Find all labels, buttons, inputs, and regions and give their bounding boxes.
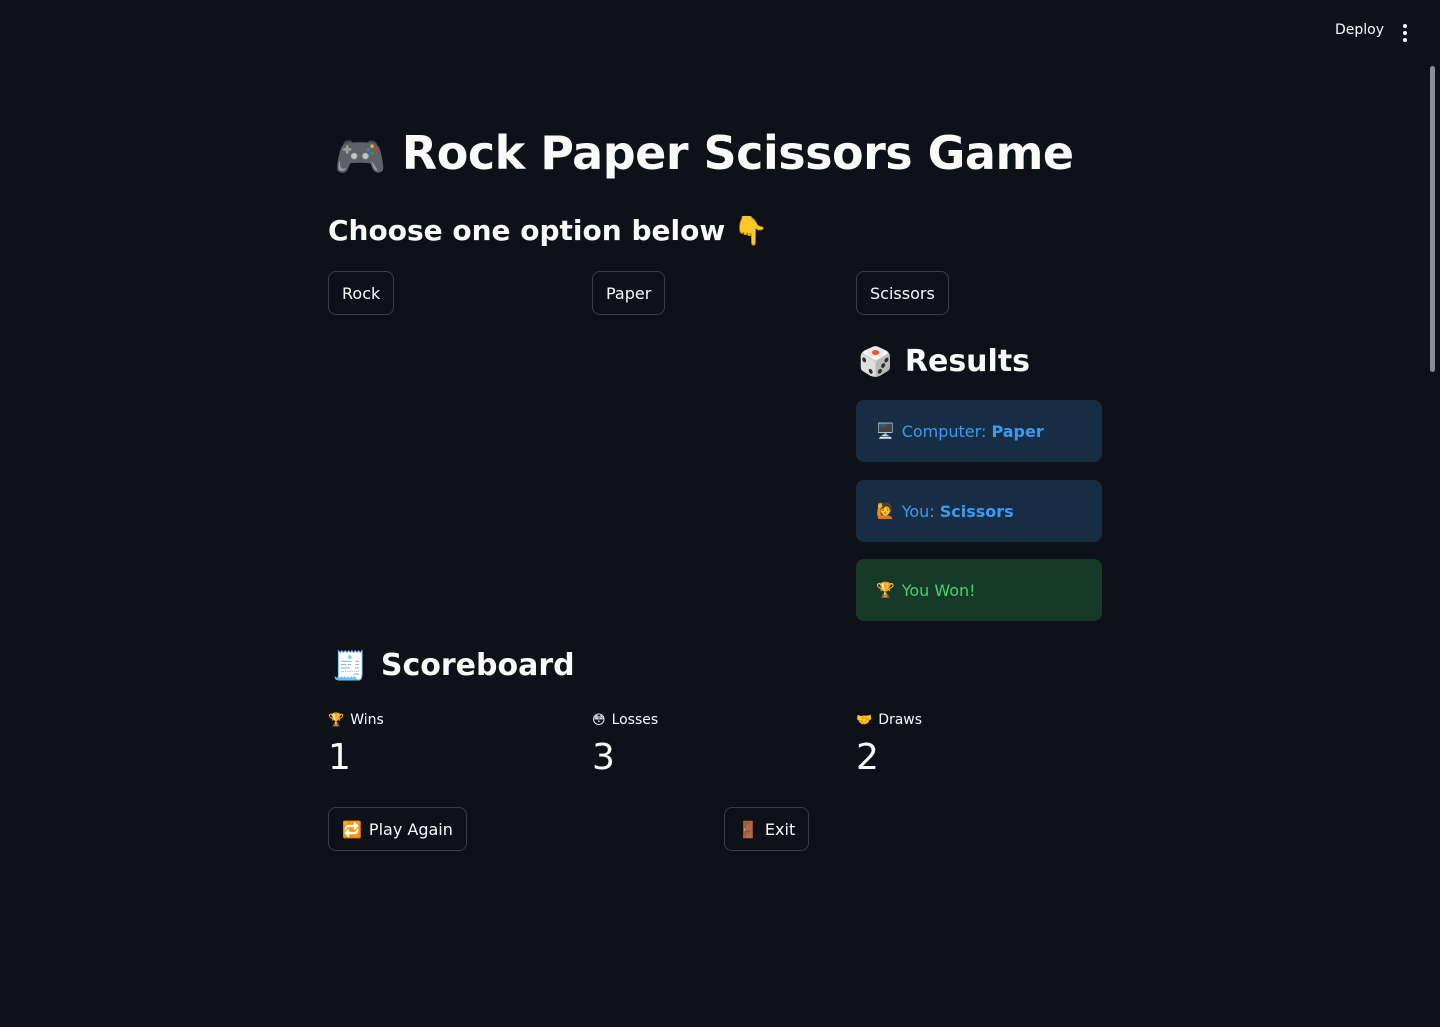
rock-button[interactable]: Rock <box>328 271 395 315</box>
handshake-icon: 🤝 <box>856 712 873 728</box>
paper-button[interactable]: Paper <box>592 271 666 315</box>
wins-label: 🏆 Wins <box>328 710 568 730</box>
draws-value: 2 <box>856 737 879 778</box>
play-again-button[interactable]: 🔁 Play Again <box>328 807 467 851</box>
repeat-icon: 🔁 <box>342 819 362 839</box>
pointing-down-icon: 👇 <box>733 214 769 247</box>
top-toolbar: Deploy <box>0 0 1440 64</box>
losses-label: 😳 Losses <box>592 710 832 730</box>
losses-metric: 😳 Losses 3 <box>592 710 832 778</box>
results-heading: 🎲 Results <box>858 344 1030 379</box>
computer-icon: 🖥️ <box>876 422 895 440</box>
kebab-menu-icon[interactable] <box>1398 24 1412 42</box>
losses-value: 3 <box>592 737 615 778</box>
raising-hand-icon: 🙋 <box>876 502 895 520</box>
deploy-button[interactable]: Deploy <box>1334 22 1384 38</box>
choose-option-text: Choose one option below <box>328 214 726 247</box>
outcome-alert: 🏆 You Won! <box>856 559 1102 621</box>
play-again-label: Play Again <box>368 819 453 839</box>
game-controller-icon: 🎮 <box>334 131 386 181</box>
scrollbar-track[interactable] <box>1429 0 1439 1027</box>
page-title-text: Rock Paper Scissors Game <box>401 126 1074 180</box>
page-title: 🎮 Rock Paper Scissors Game <box>334 126 1074 182</box>
outcome-text: You Won! <box>901 580 976 600</box>
scissors-button[interactable]: Scissors <box>856 271 949 315</box>
computer-choice-alert: 🖥️ Computer: Paper <box>856 400 1102 462</box>
scoreboard-heading: 🧾 Scoreboard <box>332 648 575 683</box>
flushed-face-icon: 😳 <box>592 712 606 728</box>
computer-choice-value: Paper <box>991 421 1044 441</box>
results-heading-text: Results <box>904 344 1031 379</box>
draws-label-text: Draws <box>878 712 923 728</box>
trophy-icon: 🏆 <box>876 581 895 599</box>
draws-metric: 🤝 Draws 2 <box>856 710 1096 778</box>
receipt-icon: 🧾 <box>332 649 367 682</box>
trophy-icon: 🏆 <box>328 712 345 728</box>
wins-label-text: Wins <box>350 712 384 728</box>
exit-button[interactable]: 🚪 Exit <box>724 807 810 851</box>
computer-choice-label: Computer: <box>901 421 987 441</box>
user-choice-label: You: <box>901 501 935 521</box>
exit-label: Exit <box>764 819 796 839</box>
draws-label: 🤝 Draws <box>856 710 1096 730</box>
user-choice-value: Scissors <box>939 501 1014 521</box>
dice-icon: 🎲 <box>858 345 893 378</box>
losses-label-text: Losses <box>611 712 659 728</box>
wins-metric: 🏆 Wins 1 <box>328 710 568 778</box>
choose-option-heading: Choose one option below👇 <box>328 214 768 247</box>
user-choice-alert: 🙋 You: Scissors <box>856 480 1102 542</box>
wins-value: 1 <box>328 737 351 778</box>
door-icon: 🚪 <box>738 819 758 839</box>
scrollbar-thumb[interactable] <box>1430 66 1435 372</box>
scoreboard-heading-text: Scoreboard <box>380 648 575 683</box>
